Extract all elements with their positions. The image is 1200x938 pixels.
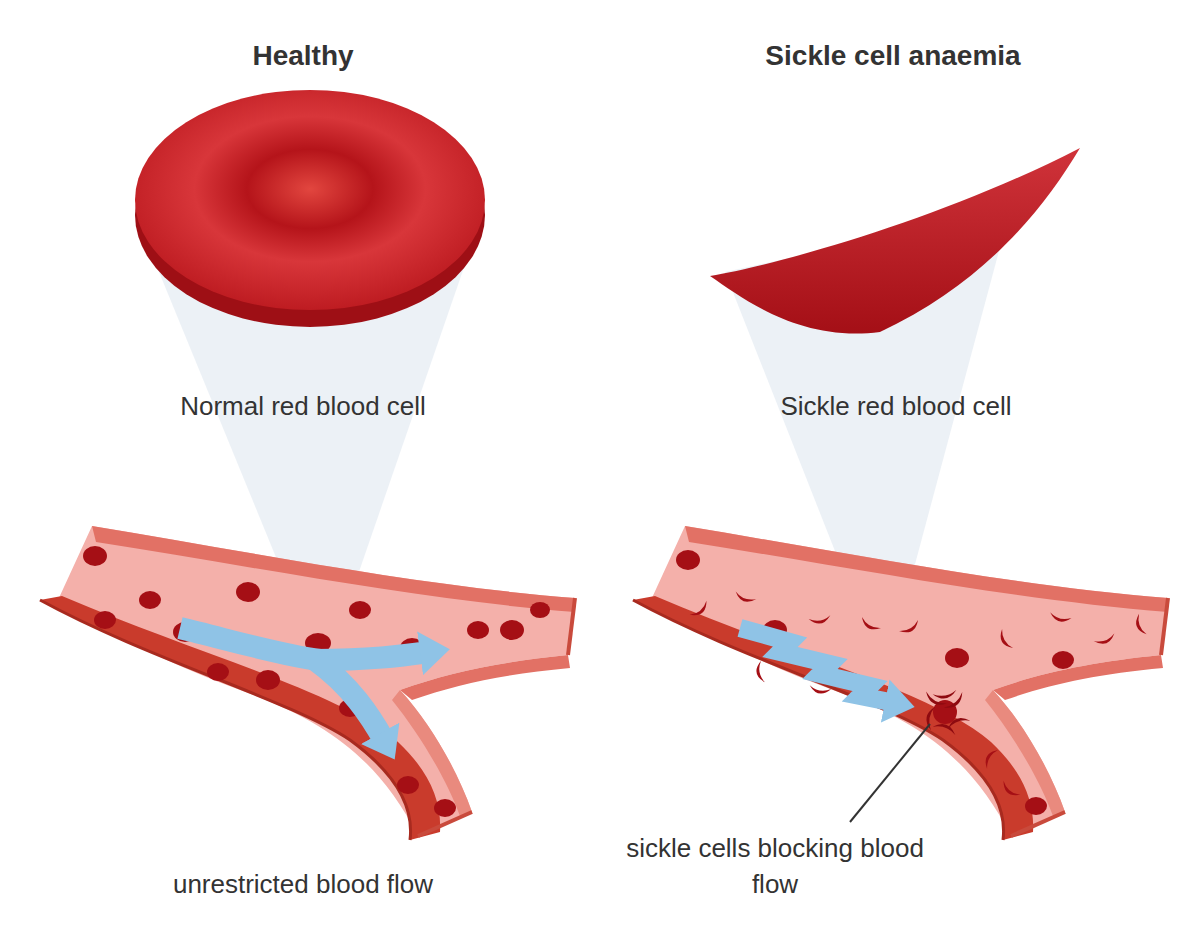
flow-arrow — [740, 628, 895, 703]
leader-line — [850, 724, 930, 822]
caption-label: sickle cells blocking blood flow — [625, 830, 925, 903]
normal-red-cell — [135, 90, 485, 310]
caption-label: unrestricted blood flow — [43, 866, 563, 902]
sickle-cells — [690, 591, 1147, 799]
caption-label: Sickle red blood cell — [636, 388, 1156, 424]
flow-arrow — [315, 660, 385, 742]
sickle-red-cell — [710, 148, 1080, 334]
column-heading: Healthy — [53, 36, 553, 75]
column-heading: Sickle cell anaemia — [613, 36, 1173, 75]
sickle-cell-blockage — [923, 690, 970, 735]
caption-label: Normal red blood cell — [43, 388, 563, 424]
blood-vessel — [633, 526, 1168, 840]
blood-vessel — [40, 526, 575, 840]
flow-arrow — [315, 652, 430, 660]
red-cells — [676, 550, 1074, 815]
red-cells — [83, 546, 550, 817]
flow-arrow — [180, 628, 320, 660]
